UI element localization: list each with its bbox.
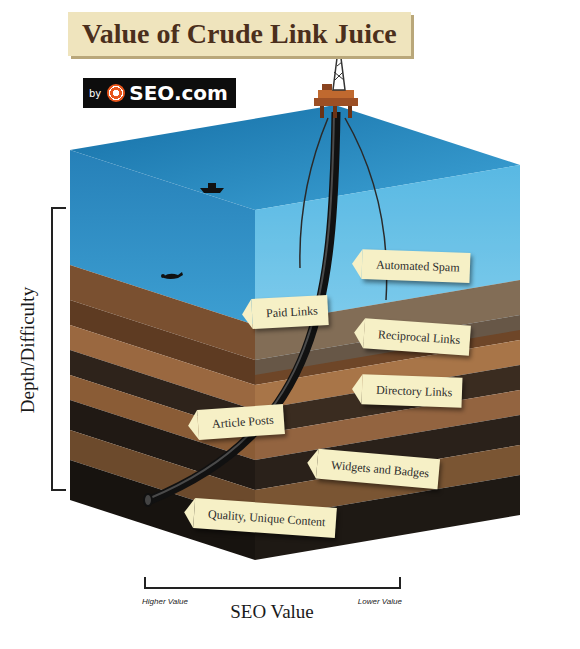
byline: by	[89, 88, 101, 99]
title-banner: Value of Crude Link Juice	[68, 12, 411, 56]
axis-end-label: Higher Value	[142, 597, 188, 606]
logo-icon	[107, 84, 125, 102]
brand-name: SEO.com	[129, 81, 228, 105]
logo-box: by SEO.com	[83, 78, 236, 108]
tag-label: Reciprocal Links	[378, 327, 461, 347]
callout-tag: Article Posts	[197, 404, 285, 440]
axis-title: Depth/Difficulty	[17, 287, 39, 413]
tag-label: Automated Spam	[376, 258, 460, 275]
axis-end-label: Lower Value	[358, 597, 402, 606]
tag-label: Widgets and Badges	[331, 458, 430, 481]
tag-label: Directory Links	[376, 383, 453, 400]
tag-label: Paid Links	[266, 304, 318, 321]
tag-label: Article Posts	[212, 413, 274, 431]
callout-tag: Paid Links	[251, 295, 328, 329]
axis-title: SEO Value	[230, 601, 314, 623]
callout-tag: Directory Links	[362, 374, 463, 407]
tag-label: Quality, Unique Content	[208, 507, 326, 529]
callout-tag: Automated Spam	[362, 249, 471, 283]
